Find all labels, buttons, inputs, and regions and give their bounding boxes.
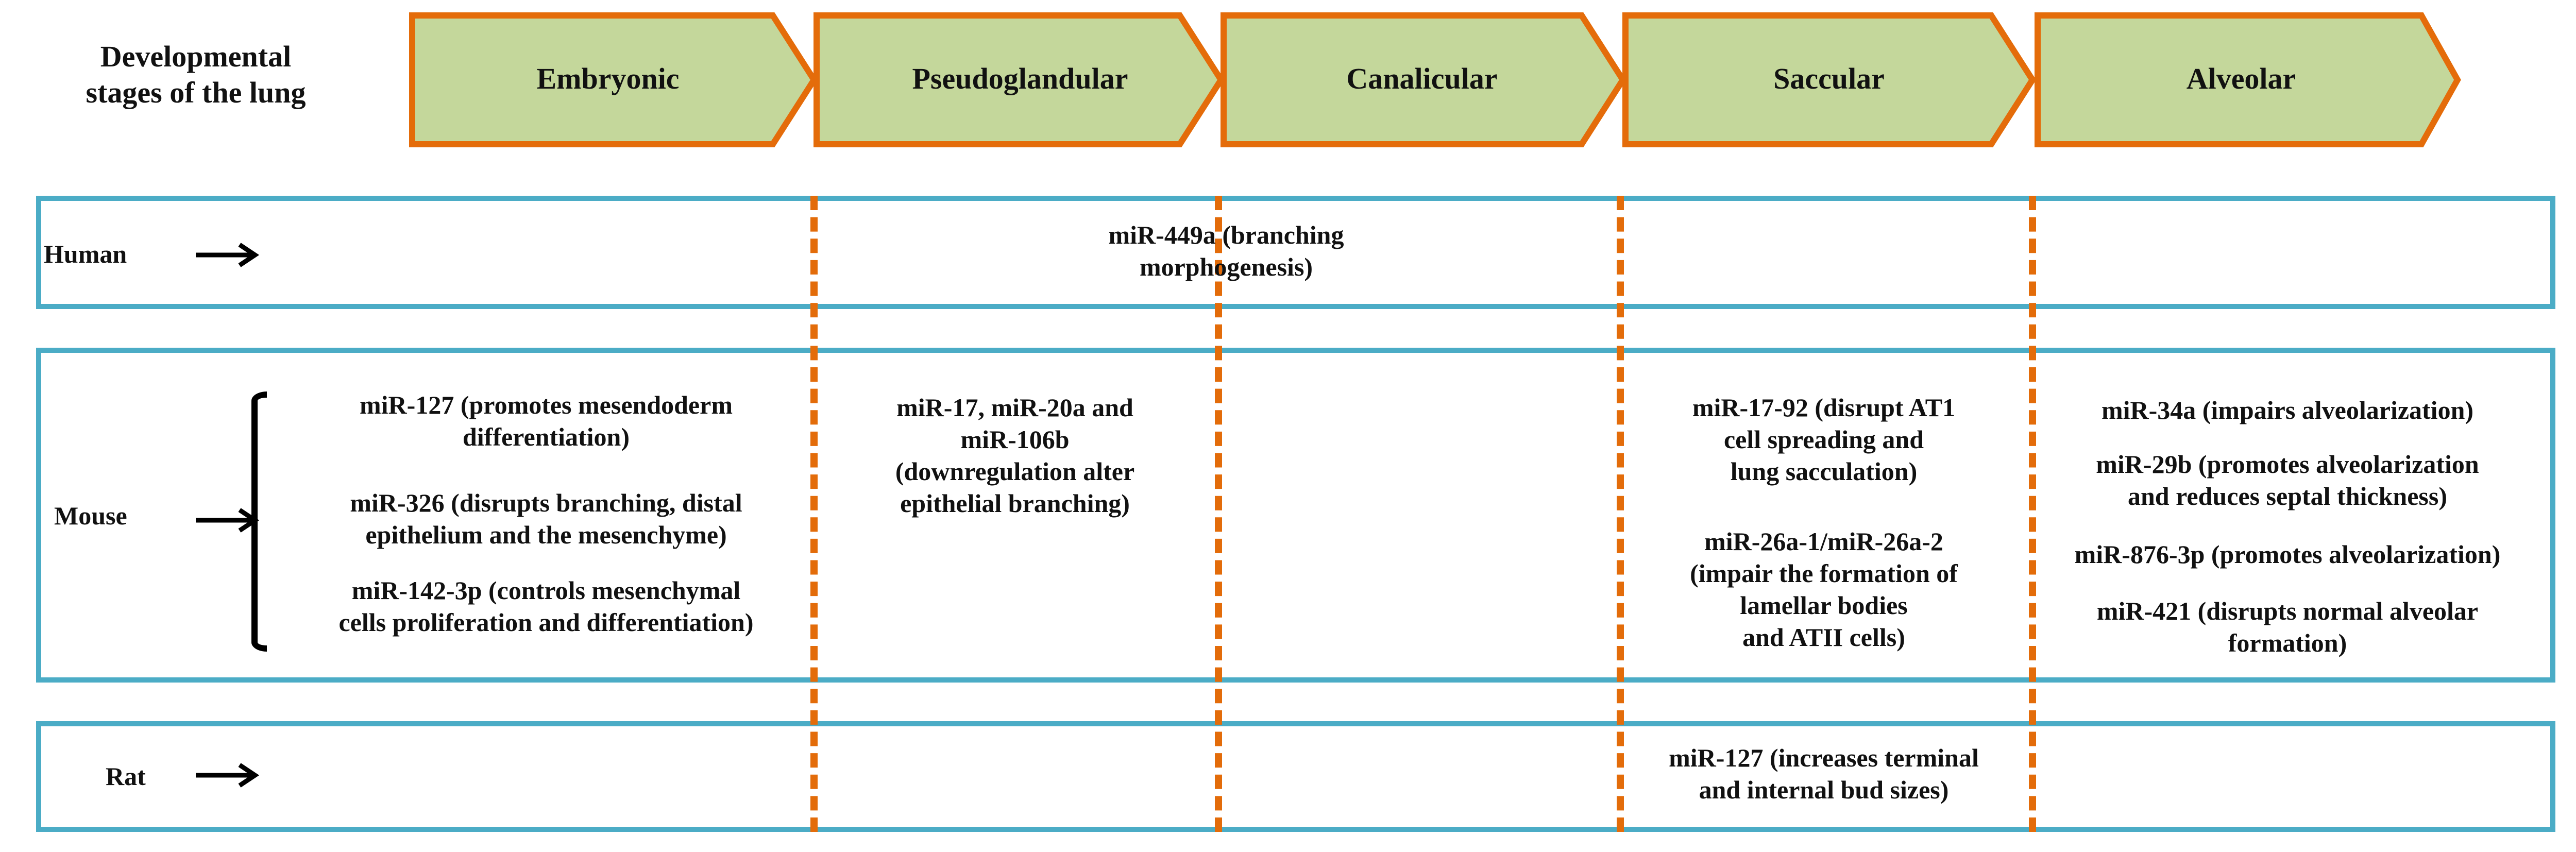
boundary-line-2 (1215, 196, 1222, 832)
entry-line: miR-127 (increases terminal (1669, 743, 1979, 772)
mouse-embryonic-entry-3: miR-142-3p (controls mesenchymal cells p… (278, 574, 814, 638)
mouse-row-box (36, 348, 2555, 683)
mouse-bracket (251, 391, 267, 652)
entry-line: miR-17, miR-20a and (896, 393, 1133, 422)
entry-line: lamellar bodies (1740, 591, 1908, 620)
entry-line: miR-421 (disrupts normal alveolar (2096, 597, 2479, 625)
chevron-canalicular (1221, 12, 1627, 147)
entry-line: epithelium and the mesenchyme) (365, 520, 727, 549)
header-label: Developmental stages of the lung (62, 39, 330, 111)
mouse-embryonic-entry-1: miR-127 (promotes mesendoderm differenti… (278, 389, 814, 453)
entry-line: miR-876-3p (promotes alveolarization) (2074, 540, 2501, 569)
entry-line: epithelial branching) (900, 489, 1130, 518)
human-entry-line-2: morphogenesis) (1139, 252, 1313, 281)
entry-line: miR-29b (promotes alveolarization (2096, 450, 2479, 479)
chevron-pseudoglandular (814, 12, 1225, 147)
rat-row-box (36, 721, 2555, 832)
boundary-line-1 (810, 196, 818, 832)
entry-line: miR-142-3p (controls mesenchymal (351, 576, 741, 605)
stage-label-embryonic: Embryonic (536, 62, 680, 95)
mouse-saccular-entry-1: miR-17-92 (disrupt AT1 cell spreading an… (1633, 391, 2014, 487)
chevron-alveolar (2035, 12, 2461, 147)
rat-saccular-entry: miR-127 (increases terminal and internal… (1623, 742, 2025, 806)
entry-line: differentiation) (462, 422, 630, 451)
entry-line: miR-26a-1/miR-26a-2 (1704, 527, 1943, 556)
mouse-saccular-entry-2: miR-26a-1/miR-26a-2 (impair the formatio… (1633, 525, 2014, 653)
entry-line: (impair the formation of (1690, 559, 1958, 588)
boundary-line-3 (1617, 196, 1624, 832)
header-label-line-1: Developmental (100, 40, 292, 73)
stage-chevrons (409, 12, 2461, 147)
entry-line: (downregulation alter (895, 457, 1135, 486)
species-label-human: Human (44, 240, 127, 268)
entry-line: formation) (2228, 628, 2347, 657)
boundary-line-4 (2029, 196, 2036, 832)
stage-label-saccular: Saccular (1773, 62, 1885, 95)
mouse-alveolar-entry-2: miR-29b (promotes alveolarization and re… (2040, 448, 2535, 512)
header-label-line-2: stages of the lung (86, 76, 306, 109)
entry-line: miR-127 (promotes mesendoderm (360, 390, 733, 419)
chevron-embryonic (409, 12, 818, 147)
human-entry: miR-449a (branching morphogenesis) (1072, 219, 1381, 283)
mouse-alveolar-entry-4: miR-421 (disrupts normal alveolar format… (2040, 595, 2535, 659)
entry-line: cell spreading and (1723, 425, 1924, 454)
entry-line: miR-17-92 (disrupt AT1 (1692, 393, 1956, 422)
species-label-mouse: Mouse (54, 501, 127, 530)
stage-label-pseudoglandular: Pseudoglandular (912, 62, 1128, 95)
entry-line: lung sacculation) (1730, 457, 1918, 486)
mouse-embryonic-entry-2: miR-326 (disrupts branching, distal epit… (278, 487, 814, 551)
stage-label-alveolar: Alveolar (2186, 62, 2296, 95)
entry-line: cells proliferation and differentiation) (338, 608, 754, 637)
arrow-rat-icon (196, 763, 260, 788)
mouse-pseudoglandular-entry: miR-17, miR-20a and miR-106b (downregula… (829, 391, 1200, 519)
entry-line: and reduces septal thickness) (2128, 482, 2447, 510)
chevron-saccular (1622, 12, 2037, 147)
entry-line: and ATII cells) (1742, 623, 1905, 652)
entry-line: miR-106b (960, 425, 1070, 454)
human-row-box (36, 196, 2555, 309)
arrow-human-icon (196, 243, 260, 267)
mouse-alveolar-entry-1: miR-34a (impairs alveolarization) (2040, 394, 2535, 426)
human-entry-line-1: miR-449a (branching (1108, 220, 1344, 249)
arrow-mouse-icon (196, 508, 260, 533)
species-label-rat: Rat (106, 762, 146, 791)
entry-line: and internal bud sizes) (1699, 775, 1949, 804)
stage-label-canalicular: Canalicular (1346, 62, 1498, 95)
entry-line: miR-34a (impairs alveolarization) (2101, 396, 2474, 424)
entry-line: miR-326 (disrupts branching, distal (350, 488, 742, 517)
mouse-alveolar-entry-3: miR-876-3p (promotes alveolarization) (2040, 538, 2535, 570)
